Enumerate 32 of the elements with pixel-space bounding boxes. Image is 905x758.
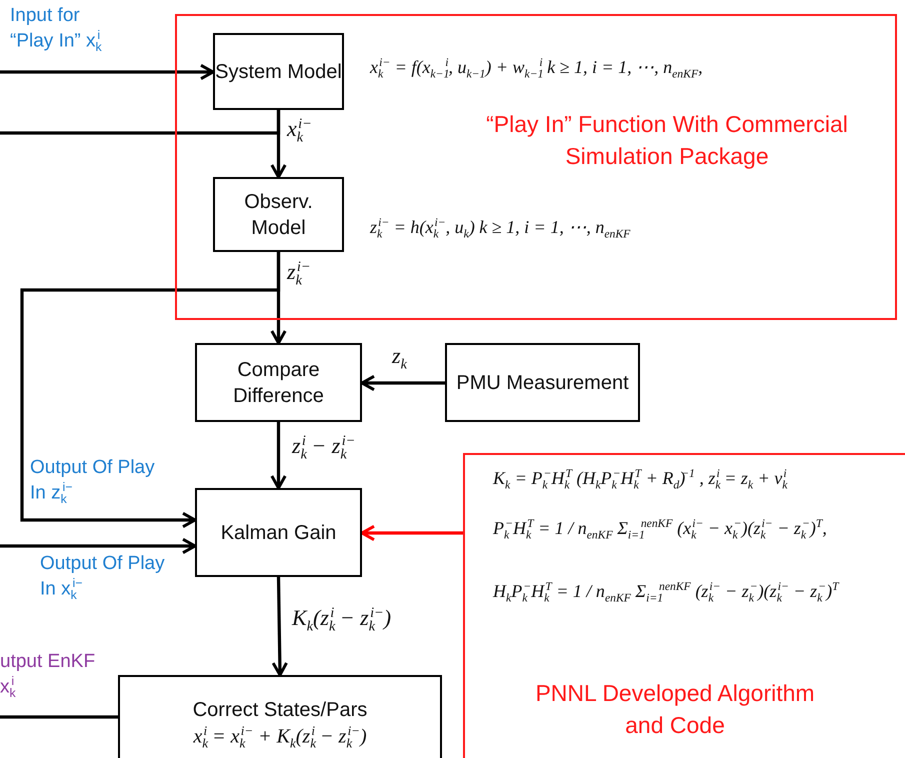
formula: x$_{k}$$^{i}$ = x$_{k}$$^{i−}$ + K$_{k}$(z$_{k}$$^{i}$ − z$_{k}$$^{i−}$) [193, 723, 367, 753]
arrow [360, 524, 463, 542]
formula: x$_{k}$$^{i−}$ = f(x$_{k−1}$$^{i}$, u$_{k−1}$) + w$_{k−1}$$^{i}$ k ≥ 1, i = 1, ⋯, n$_{enKF}$, [370, 56, 703, 81]
node-label: “Play In” Function With Commercial Simulation Package [485, 110, 849, 172]
edge-label: K$_{k}$(z$_{k}$$^{i}$ − z$_{k}$$^{i−}$) [292, 604, 392, 636]
formula: z$_{k}$$^{i−}$ = h(x$_{k}$$^{i−}$, u$_{k}$) k ≥ 1, i = 1, ⋯, n$_{enKF}$ [370, 216, 630, 241]
node-label: Compare Difference [232, 358, 325, 408]
process-box [445, 343, 640, 422]
process-box [213, 33, 344, 110]
process-box [195, 488, 362, 577]
process-box [195, 343, 362, 422]
group-frame [175, 14, 897, 320]
arrow [0, 64, 214, 80]
node-label: Kalman Gain [220, 520, 336, 546]
connector-line [0, 715, 118, 719]
edge-label: z$_{k}$ [392, 342, 407, 374]
formula: P$_{k}$$^{−}$H$_{k}$$^{T}$ = 1 / n$_{enKF}$ Σ$_{i=1}$$^{nenKF}$ (x$_{k}$$^{i−}$ − x$_{k}$$^{−}$)(z$_{k}$$^{i−}$ − z$_{k}$$^{−}$)$^{T}$, [493, 517, 827, 542]
node-label: PMU Measurement [456, 370, 629, 396]
arrow [270, 110, 287, 178]
arrow [270, 422, 287, 490]
arrow [0, 538, 196, 554]
node-label: Correct States/Pars [192, 698, 368, 724]
node-label: Observ. Model [243, 190, 314, 240]
arrow [272, 576, 288, 676]
process-box [118, 675, 442, 758]
group-frame [463, 453, 905, 758]
node-label: System Model [215, 60, 342, 84]
formula: H$_{k}$P$_{k}$$^{−}$H$_{k}$$^{T}$ = 1 / n$_{enKF}$ Σ$_{i=1}$$^{nenKF}$ (z$_{k}$$^{i−}$ − z$_{k}$$^{−}$)(z$_{k}$$^{i−}$ − z$_{k}$$^{−}$)$^{T}$ [493, 580, 839, 605]
node-label: PNNL Developed Algorithm and Code [534, 679, 816, 740]
arrow [360, 374, 445, 392]
arrow [20, 252, 280, 528]
process-box [213, 177, 344, 252]
